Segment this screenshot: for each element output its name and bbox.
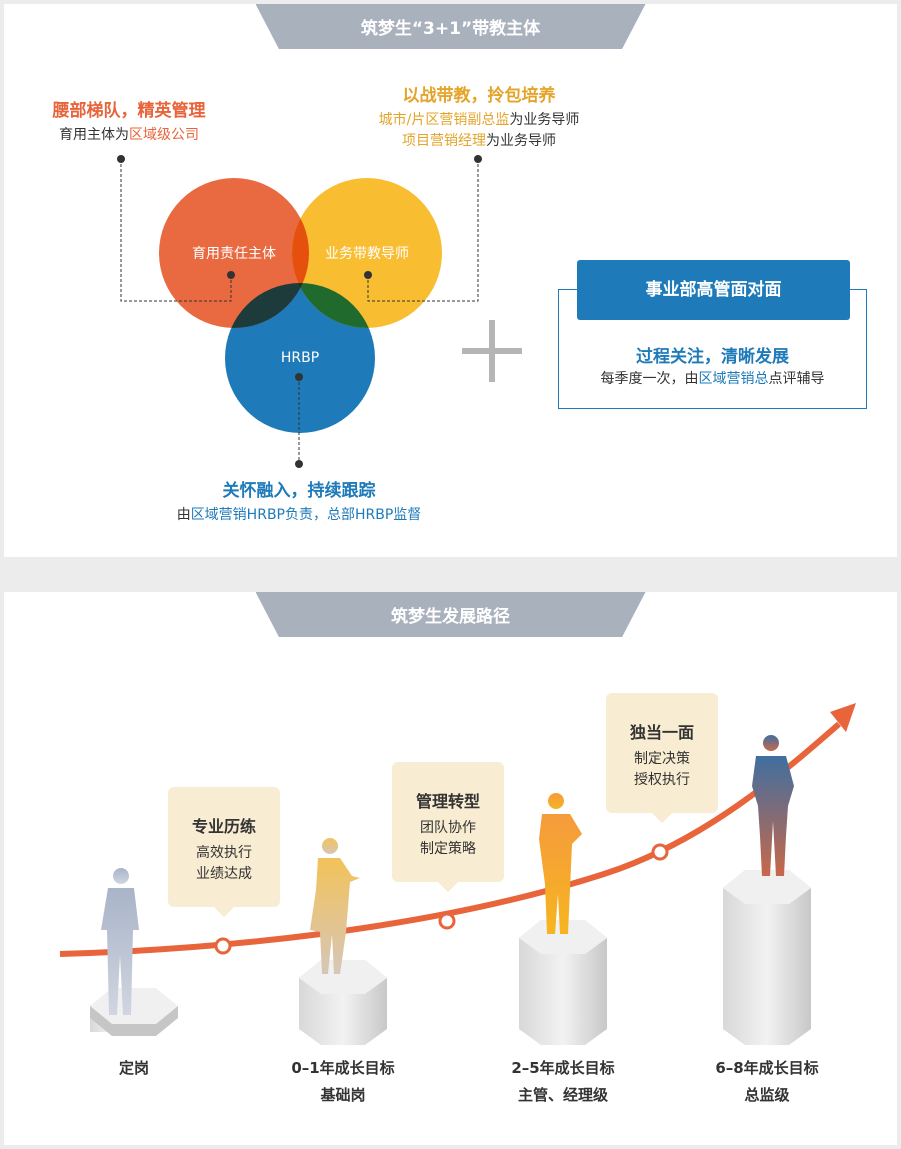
- exec-card-suffix: 点评辅导: [768, 371, 825, 387]
- bottom-note-heading: 关怀融入，持续跟踪: [222, 481, 376, 501]
- teaching-structure-panel: 筑梦生“3+1”带教主体 腰部梯队，精英管理 育用主体为区域级公司 以战带教，拎…: [4, 4, 897, 557]
- callout-3: 独当一面 制定决策 授权执行: [606, 693, 718, 823]
- milestone-dot: [214, 937, 232, 955]
- person-figure-1: [101, 868, 139, 1015]
- person-figure-4: [752, 735, 794, 876]
- right-note-highlight-2: 项目营销经理: [402, 133, 486, 149]
- growth-path-graphic: [59, 703, 856, 1045]
- venn-diagram: [117, 155, 522, 468]
- callout-1: 专业历练 高效执行 业绩达成: [168, 787, 280, 917]
- section-title-2: 筑梦生发展路径: [255, 592, 646, 637]
- exec-card-heading: 过程关注，清晰发展: [636, 347, 789, 367]
- callout-heading: 独当一面: [629, 723, 694, 742]
- callout-line: 业绩达成: [196, 866, 252, 882]
- pedestal-3: [519, 920, 607, 1045]
- bottom-note: 关怀融入，持续跟踪 由区域营销HRBP负责，总部HRBP监督: [124, 476, 474, 526]
- exec-card-title: 事业部高管面对面: [577, 260, 850, 320]
- growth-path-panel: 筑梦生发展路径 专业历练 高效执行 业绩达成 管理转型 团队协作 制定策略 独当…: [4, 592, 897, 1145]
- circle-label-responsibility: 育用责任主体: [192, 246, 276, 262]
- callout-2: 管理转型 团队协作 制定策略: [392, 762, 504, 892]
- exec-card-highlight: 区域营销总: [698, 371, 769, 387]
- callout-line: 制定策略: [420, 841, 476, 857]
- pedestal-4: [723, 870, 811, 1045]
- left-note-highlight: 区域级公司: [129, 127, 199, 143]
- right-note: 以战带教，拎包培养 城市/片区营销副总监为业务导师 项目营销经理为业务导师: [344, 81, 614, 152]
- pedestal-1: [90, 988, 178, 1036]
- person-figure-3: [539, 793, 582, 934]
- left-note: 腰部梯队，精英管理 育用主体为区域级公司: [24, 96, 234, 146]
- bottom-note-text: 由: [176, 507, 191, 523]
- callout-line: 制定决策: [634, 751, 690, 767]
- exec-card-text: 每季度一次，由: [600, 371, 699, 387]
- stage-title: 0–1年成长目标: [291, 1059, 395, 1077]
- right-note-highlight-1: 城市/片区营销副总监: [378, 112, 510, 128]
- person-figure-2: [310, 838, 360, 974]
- pedestal-2: [299, 960, 387, 1045]
- callout-heading: 管理转型: [415, 792, 480, 811]
- callout-line: 团队协作: [420, 820, 476, 836]
- milestone-dot: [651, 843, 669, 861]
- exec-card: 事业部高管面对面 过程关注，清晰发展 每季度一次，由区域营销总点评辅导: [558, 260, 867, 409]
- callout-line: 授权执行: [634, 772, 690, 788]
- bottom-note-highlight: 区域营销HRBP负责，总部HRBP监督: [190, 507, 422, 523]
- right-note-heading: 以战带教，拎包培养: [402, 86, 556, 106]
- left-note-text: 育用主体为: [59, 127, 129, 143]
- right-note-text-2: 为业务导师: [486, 133, 556, 149]
- stage-title: 定岗: [118, 1059, 149, 1077]
- stage-level: 基础岗: [320, 1086, 366, 1104]
- stage-label-1: 定岗: [54, 1055, 214, 1082]
- milestone-dot: [438, 912, 456, 930]
- circle-label-hrbp: HRBP: [280, 350, 320, 366]
- callout-line: 高效执行: [196, 845, 252, 861]
- stage-label-3: 2–5年成长目标主管、经理级: [483, 1055, 643, 1109]
- stage-title: 6–8年成长目标: [715, 1059, 819, 1077]
- stage-title: 2–5年成长目标: [511, 1059, 615, 1077]
- stage-label-4: 6–8年成长目标总监级: [687, 1055, 847, 1109]
- arrow-head-icon: [830, 703, 856, 732]
- section-title: 筑梦生“3+1”带教主体: [255, 4, 646, 49]
- circle-label-mentor: 业务带教导师: [325, 246, 409, 262]
- stage-label-2: 0–1年成长目标基础岗: [263, 1055, 423, 1109]
- stage-level: 总监级: [744, 1086, 790, 1104]
- right-note-text-1: 为业务导师: [509, 112, 580, 128]
- plus-icon: [462, 320, 522, 382]
- left-note-heading: 腰部梯队，精英管理: [52, 101, 206, 121]
- stage-level: 主管、经理级: [517, 1086, 608, 1104]
- callout-heading: 专业历练: [191, 817, 256, 836]
